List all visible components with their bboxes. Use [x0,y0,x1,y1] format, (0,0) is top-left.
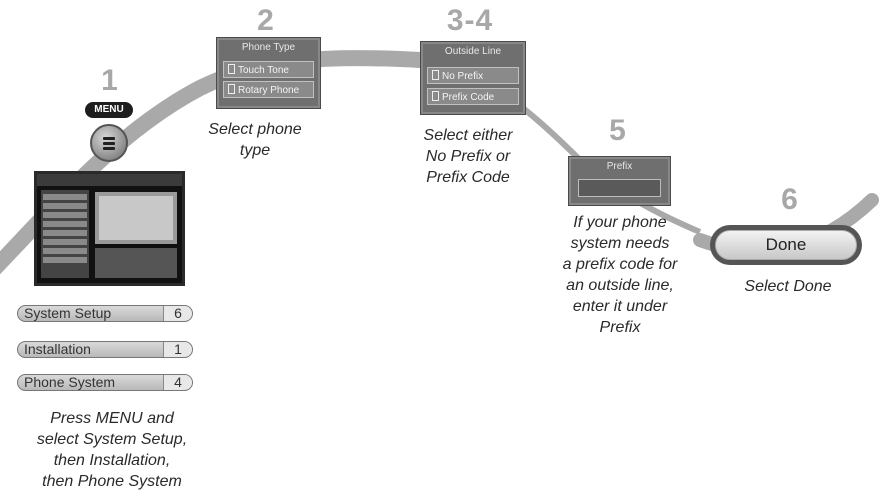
step-1-number: 1 [101,64,119,97]
phone-type-panel: Phone Type Touch Tone Rotary Phone [216,37,321,109]
option-touch-tone[interactable]: Touch Tone [223,61,314,78]
menu-button-label[interactable]: MENU [85,102,133,118]
step-2-caption: Select phone type [208,121,302,159]
menu-path-number: 6 [163,306,192,321]
done-button[interactable]: Done [710,225,862,265]
step-3-4-number: 3-4 [446,4,494,37]
step-2-number: 2 [257,4,275,37]
prefix-input[interactable] [578,179,661,197]
done-button-label: Done [715,230,857,260]
outside-line-panel: Outside Line No Prefix Prefix Code [420,41,526,115]
menu-path-number: 1 [163,342,192,357]
menu-path-label: System Setup [24,305,112,321]
menu-button-icon[interactable] [90,124,128,162]
menu-path-label: Phone System [24,374,116,390]
step-5-number: 5 [609,114,627,147]
main-menu-thumbnail-icon [37,174,182,278]
panel-title: Prefix [606,161,633,172]
step-6-number: 6 [781,183,799,216]
tv-main-menu-screen [34,171,185,286]
menu-path-system-setup[interactable]: System Setup 6 [17,305,193,322]
menu-path-installation[interactable]: Installation 1 [17,341,193,358]
option-icon [228,84,235,94]
prefix-panel: Prefix [568,156,671,206]
menu-path-phone-system[interactable]: Phone System 4 [17,374,193,391]
option-prefix-code[interactable]: Prefix Code [427,88,519,105]
option-no-prefix[interactable]: No Prefix [427,67,519,84]
step-3-4-caption: Select either No Prefix or Prefix Code [423,127,513,186]
menu-path-number: 4 [163,375,192,390]
step-1-caption: Press MENU and select System Setup, then… [36,410,188,490]
menu-path-label: Installation [24,341,91,357]
panel-title: Outside Line [444,46,502,57]
panel-title: Phone Type [241,42,296,53]
option-icon [228,64,235,74]
option-icon [432,91,439,101]
option-icon [432,70,439,80]
step-5-caption: If your phone system needs a prefix code… [562,214,678,336]
option-rotary-phone[interactable]: Rotary Phone [223,81,314,98]
step-6-caption: Select Done [744,278,832,295]
